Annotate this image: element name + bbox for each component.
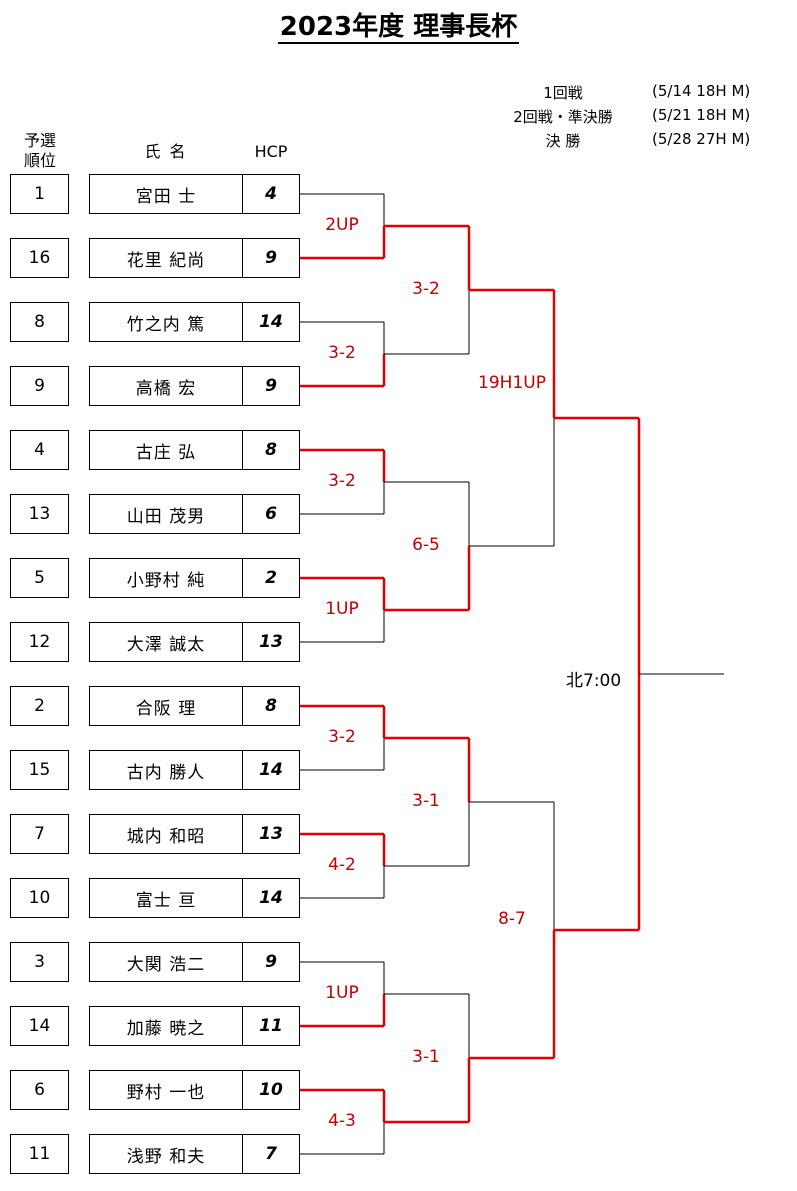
match-result: 6-5 <box>412 535 440 555</box>
final-start-time: 北7:00 <box>566 671 622 691</box>
match-result: 3-2 <box>328 727 356 747</box>
hcp-cell: 9 <box>242 942 300 982</box>
hcp-cell: 8 <box>242 430 300 470</box>
name-header: 氏 名 <box>144 142 188 161</box>
player-name: 野村 一也 <box>89 1070 243 1110</box>
player-name: 富士 亘 <box>89 878 243 918</box>
player-name: 高橋 宏 <box>89 366 243 406</box>
hcp-cell: 14 <box>242 878 300 918</box>
match-result: 8-7 <box>498 909 526 929</box>
seed-cell: 8 <box>10 302 69 342</box>
seed-cell: 4 <box>10 430 69 470</box>
seed-cell: 10 <box>10 878 69 918</box>
match-result: 4-3 <box>328 1111 356 1131</box>
match-result: 3-2 <box>328 343 356 363</box>
player-name: 小野村 純 <box>89 558 243 598</box>
match-result: 3-2 <box>328 471 356 491</box>
player-name: 山田 茂男 <box>89 494 243 534</box>
page-title: 2023年度 理事長杯 <box>277 12 520 44</box>
hcp-cell: 4 <box>242 174 300 214</box>
seed-cell: 14 <box>10 1006 69 1046</box>
player-name: 浅野 和夫 <box>89 1134 243 1174</box>
hcp-cell: 6 <box>242 494 300 534</box>
match-result: 3-1 <box>412 791 440 811</box>
seed-cell: 9 <box>10 366 69 406</box>
player-name: 花里 紀尚 <box>89 238 243 278</box>
seed-cell: 7 <box>10 814 69 854</box>
match-result: 3-1 <box>412 1047 440 1067</box>
player-name: 宮田 士 <box>89 174 243 214</box>
seed-cell: 15 <box>10 750 69 790</box>
hcp-cell: 11 <box>242 1006 300 1046</box>
seed-cell: 12 <box>10 622 69 662</box>
schedule-round: 決 勝 <box>545 132 581 150</box>
hcp-cell: 7 <box>242 1134 300 1174</box>
hcp-cell: 13 <box>242 622 300 662</box>
seed-cell: 13 <box>10 494 69 534</box>
schedule-detail: (5/21 18H M) <box>652 106 751 124</box>
match-result: 3-2 <box>412 279 440 299</box>
seed-header: 予選順位 <box>23 131 56 170</box>
schedule-round: 1回戦 <box>543 84 583 102</box>
seed-cell: 6 <box>10 1070 69 1110</box>
player-name: 大関 浩二 <box>89 942 243 982</box>
player-name: 大澤 誠太 <box>89 622 243 662</box>
hcp-cell: 14 <box>242 302 300 342</box>
hcp-cell: 9 <box>242 238 300 278</box>
hcp-cell: 10 <box>242 1070 300 1110</box>
seed-cell: 16 <box>10 238 69 278</box>
schedule-detail: (5/28 27H M) <box>652 130 751 148</box>
seed-cell: 2 <box>10 686 69 726</box>
hcp-cell: 8 <box>242 686 300 726</box>
player-name: 城内 和昭 <box>89 814 243 854</box>
match-result: 4-2 <box>328 855 356 875</box>
hcp-header: HCP <box>254 142 288 161</box>
seed-cell: 5 <box>10 558 69 598</box>
match-result: 2UP <box>325 215 359 235</box>
seed-cell: 11 <box>10 1134 69 1174</box>
seed-cell: 1 <box>10 174 69 214</box>
match-result: 19H1UP <box>478 373 546 393</box>
seed-cell: 3 <box>10 942 69 982</box>
hcp-cell: 13 <box>242 814 300 854</box>
player-name: 合阪 理 <box>89 686 243 726</box>
hcp-cell: 9 <box>242 366 300 406</box>
player-name: 古庄 弘 <box>89 430 243 470</box>
match-result: 1UP <box>325 983 359 1003</box>
player-name: 加藤 暁之 <box>89 1006 243 1046</box>
schedule-round: 2回戦・準決勝 <box>513 108 613 126</box>
player-name: 古内 勝人 <box>89 750 243 790</box>
schedule-detail: (5/14 18H M) <box>652 82 751 100</box>
match-result: 1UP <box>325 599 359 619</box>
player-name: 竹之内 篤 <box>89 302 243 342</box>
hcp-cell: 14 <box>242 750 300 790</box>
hcp-cell: 2 <box>242 558 300 598</box>
